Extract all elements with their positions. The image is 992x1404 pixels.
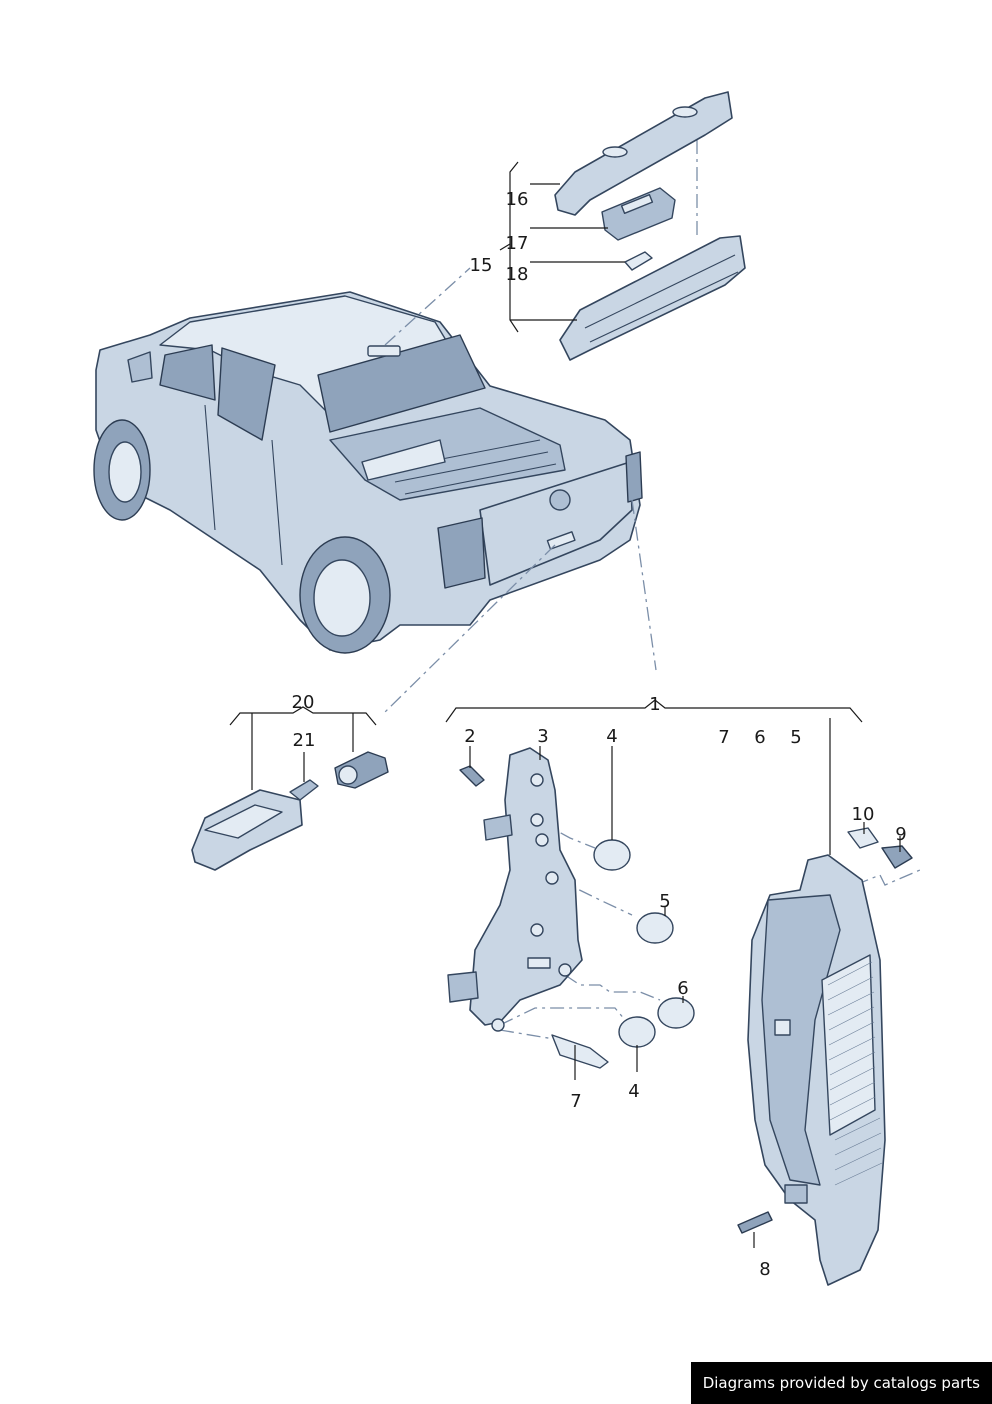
callout-10: 10 bbox=[852, 804, 875, 825]
callout-labels: 1 2 3 4 4 5 5 6 6 7 7 8 9 10 15 16 17 18… bbox=[292, 189, 907, 1280]
bulb-6-center bbox=[657, 997, 695, 1029]
third-brake-light-on-truck bbox=[367, 345, 401, 357]
pickup-truck bbox=[93, 291, 643, 654]
callout-6-bulb: 6 bbox=[677, 978, 688, 999]
right-tail-light-on-truck bbox=[625, 451, 643, 503]
callout-2: 2 bbox=[464, 726, 475, 747]
bulb-4-upper bbox=[593, 839, 631, 871]
credit-banner: Diagrams provided by catalogs parts bbox=[690, 1362, 992, 1404]
bulb-7-lower bbox=[551, 1034, 609, 1069]
reference-dashed-lines bbox=[384, 140, 921, 1041]
bulb-4-lower bbox=[618, 1016, 656, 1048]
license-plate-light-assembly bbox=[191, 751, 389, 871]
callout-15: 15 bbox=[470, 255, 493, 276]
callout-17: 17 bbox=[506, 233, 529, 254]
screw-2 bbox=[459, 765, 485, 787]
callout-7-header: 7 bbox=[718, 727, 729, 748]
bulb-carrier-assembly bbox=[447, 747, 695, 1069]
callout-8: 8 bbox=[759, 1259, 770, 1280]
left-tail-light-on-truck bbox=[437, 517, 486, 589]
wedge-bulb-18 bbox=[624, 251, 653, 271]
bulb-carrier bbox=[469, 747, 583, 1026]
fastener-10 bbox=[847, 827, 879, 849]
tail-light-unit bbox=[737, 827, 913, 1286]
callout-18: 18 bbox=[506, 264, 529, 285]
bulb-5-center bbox=[636, 912, 674, 944]
callout-4-lower: 4 bbox=[628, 1081, 639, 1102]
brake-light-lens bbox=[559, 235, 746, 361]
leader-lines bbox=[229, 161, 901, 1248]
brake-light-cover bbox=[554, 91, 733, 216]
callout-6-header: 6 bbox=[754, 727, 765, 748]
tailgate-emblem bbox=[549, 489, 571, 511]
callout-20: 20 bbox=[292, 692, 315, 713]
screw-8 bbox=[737, 1211, 773, 1234]
fastener-9 bbox=[881, 845, 913, 869]
callout-7-bulb: 7 bbox=[570, 1091, 581, 1112]
callout-3: 3 bbox=[537, 726, 548, 747]
callout-21: 21 bbox=[293, 730, 316, 751]
callout-16: 16 bbox=[506, 189, 529, 210]
callout-5-header: 5 bbox=[790, 727, 801, 748]
callout-4-upper: 4 bbox=[606, 726, 617, 747]
light-housing-clip bbox=[601, 187, 676, 241]
callout-1: 1 bbox=[649, 694, 660, 715]
callout-5-bulb: 5 bbox=[659, 891, 670, 912]
callout-9: 9 bbox=[895, 824, 906, 845]
third-brake-light-assembly bbox=[554, 91, 746, 361]
bulb-21 bbox=[289, 779, 319, 801]
